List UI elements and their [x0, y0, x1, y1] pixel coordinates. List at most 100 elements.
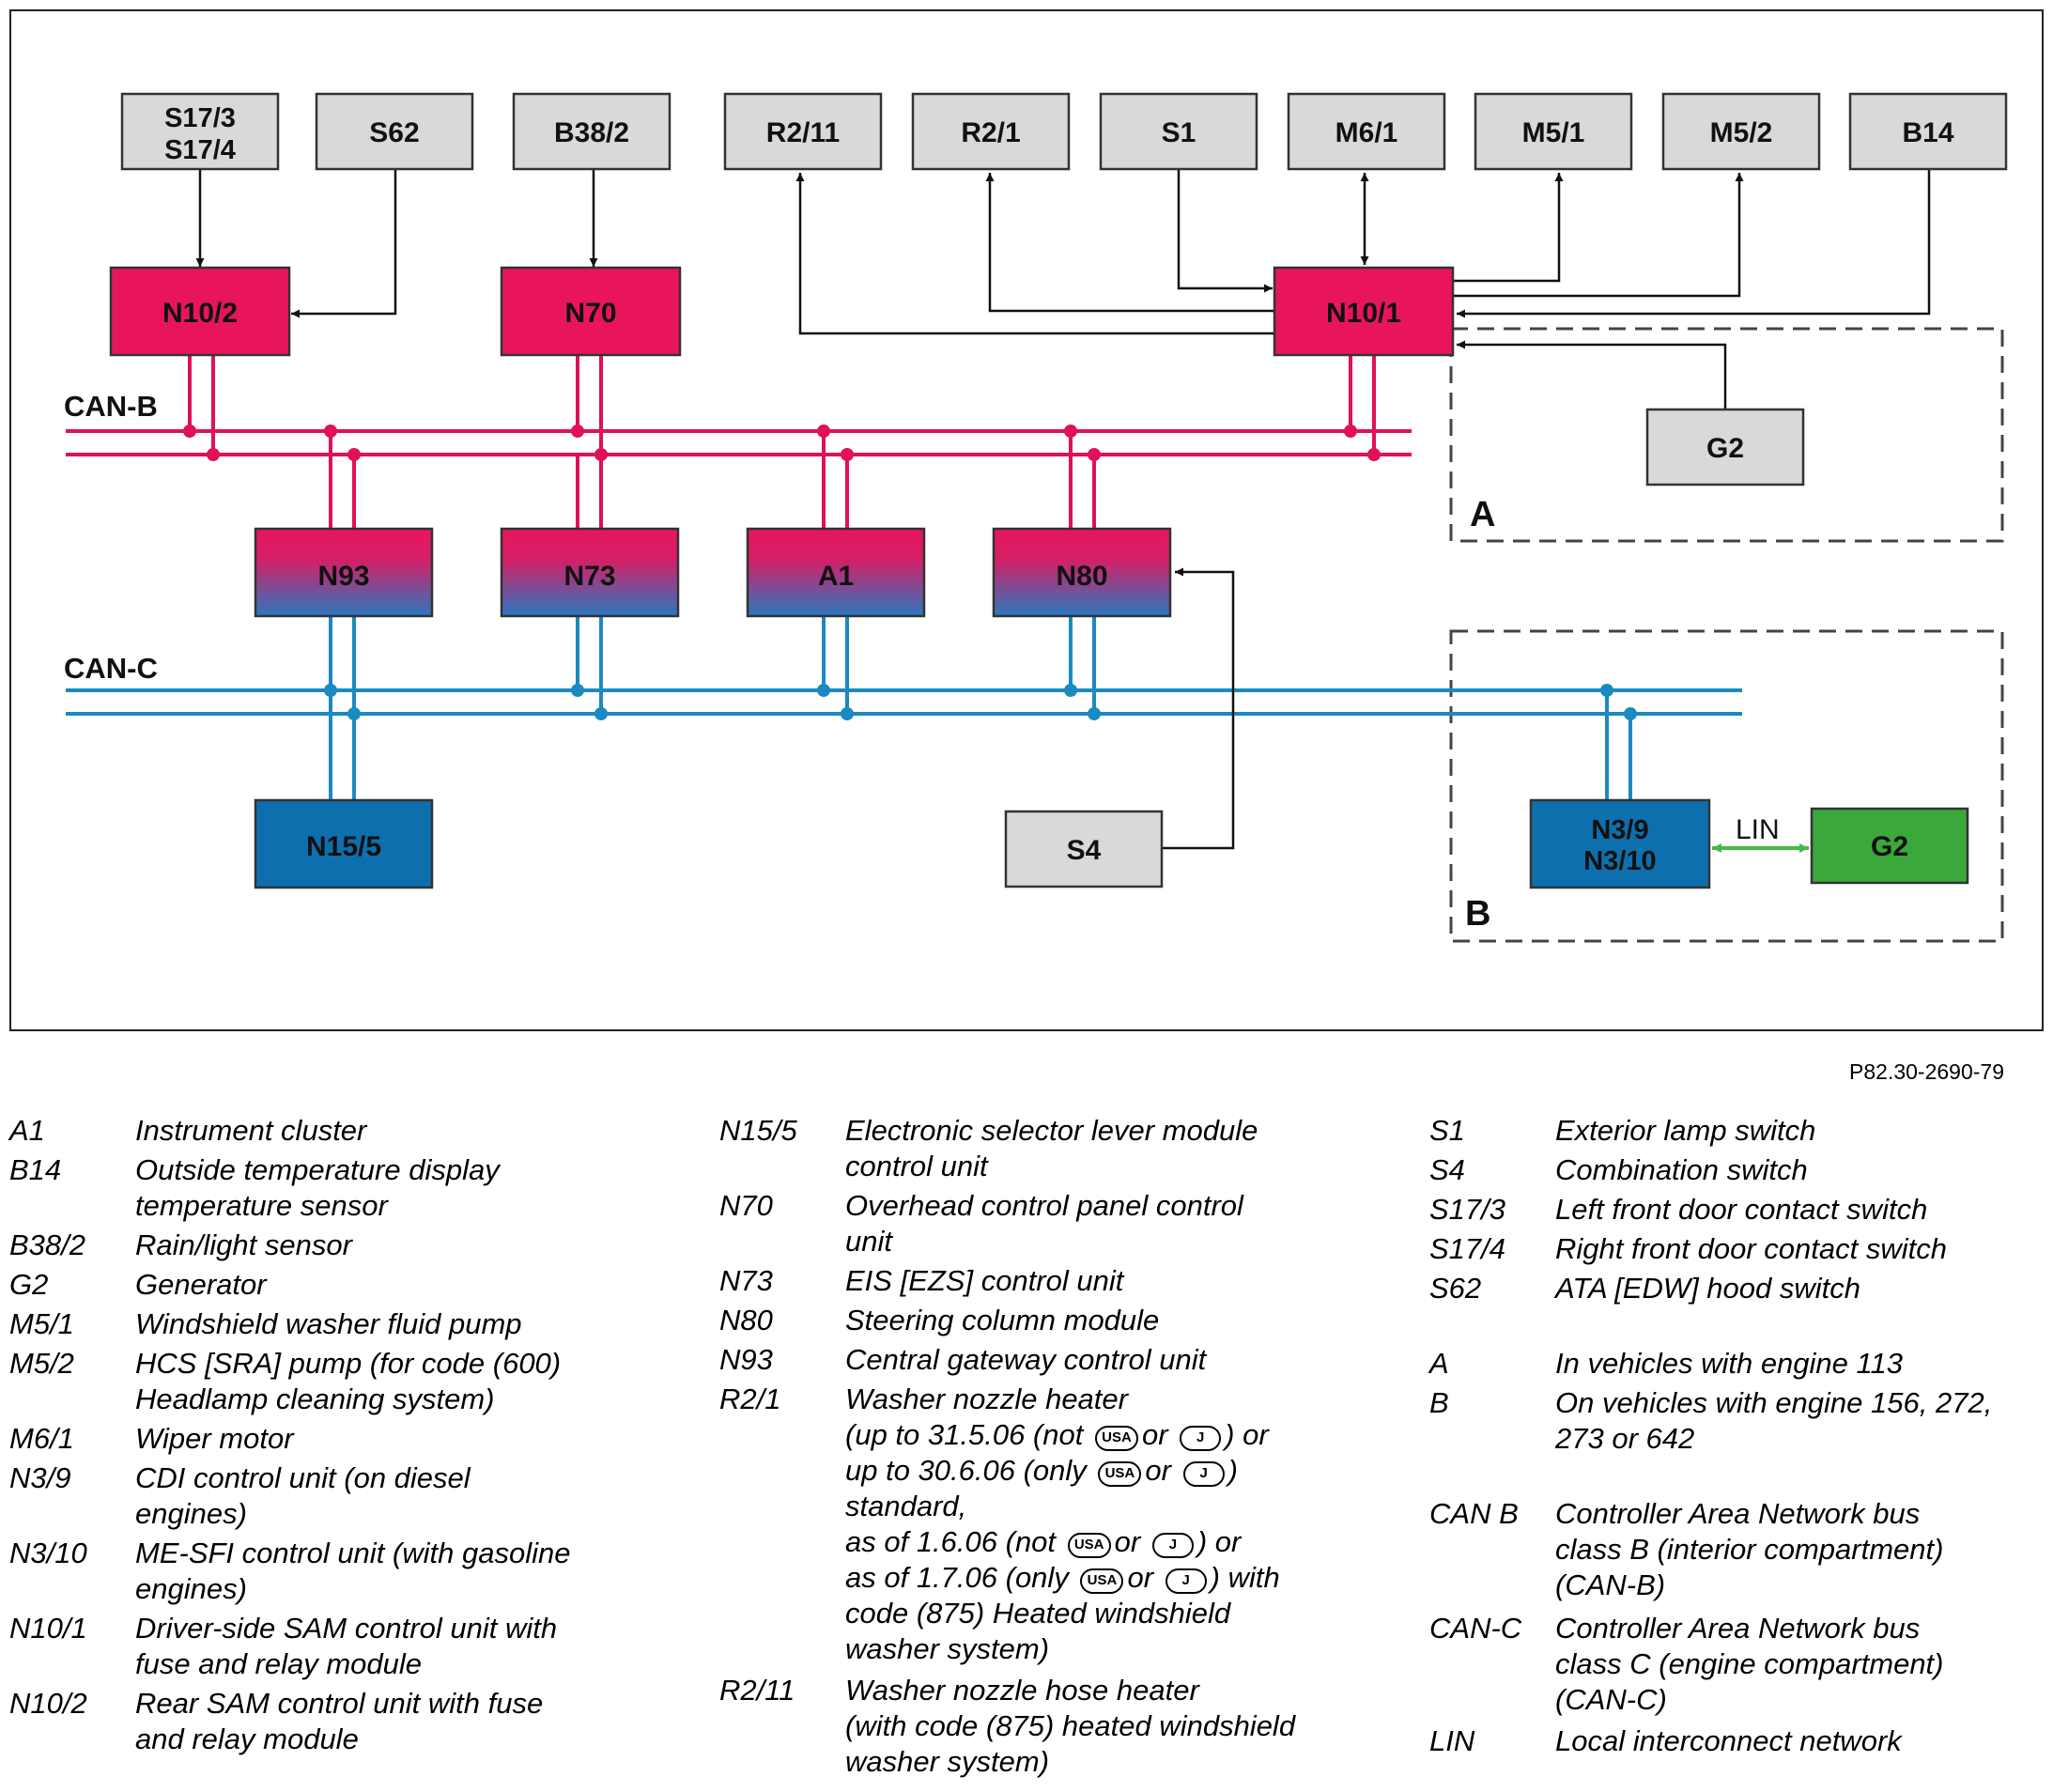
legend-code: S17/4: [1429, 1232, 1506, 1265]
r2-1-text: ): [1227, 1454, 1238, 1487]
legend-code: B14: [9, 1153, 62, 1186]
usa-badge-icon: USA: [1067, 1533, 1111, 1558]
legend-code: CAN-C: [1429, 1612, 1522, 1645]
component-s4: S4: [1004, 810, 1164, 888]
legend-code: N70: [719, 1189, 773, 1222]
component-s1: S1: [1099, 92, 1258, 171]
module-a1-label: A1: [818, 561, 854, 592]
can-b-bus: [66, 355, 1412, 529]
component-m6-1: M6/1: [1287, 92, 1446, 171]
component-r2-1: R2/1: [911, 92, 1071, 171]
j-badge-icon: J: [1182, 1461, 1225, 1487]
module-n80: N80: [992, 527, 1172, 618]
module-n80-label: N80: [1056, 561, 1107, 592]
module-n15-5-label: N15/5: [306, 831, 381, 862]
usa-badge-icon: USA: [1080, 1568, 1124, 1594]
network-diagram: A B CAN-B: [64, 92, 2008, 943]
legend-code: M5/1: [9, 1307, 74, 1340]
module-a1: A1: [746, 527, 926, 618]
legend-description: CDI control unit (on diesel engines): [135, 1461, 471, 1530]
legend-description: HCS [SRA] pump (for code (600) Headlamp …: [135, 1347, 562, 1415]
legend-description: On vehicles with engine 156, 272, 273 or…: [1555, 1386, 1993, 1455]
component-s62-label: S62: [369, 117, 419, 148]
legend-description: ATA [EDW] hood switch: [1555, 1272, 1861, 1305]
r2-1-text: code (875) Heated windshield: [845, 1597, 1231, 1630]
component-m6-1-label: M6/1: [1335, 117, 1398, 148]
legend-code: N3/10: [9, 1537, 87, 1569]
legend-code: S4: [1429, 1153, 1465, 1186]
legend-description: Driver-side SAM control unit with fuse a…: [135, 1612, 558, 1680]
module-n10-1: N10/1: [1273, 266, 1455, 357]
legend-entry-n3-10: N3/10 ME-SFI control unit (with gasoline …: [9, 1536, 704, 1607]
component-g2-b: G2: [1810, 807, 1969, 885]
r2-1-text: washer system): [845, 1632, 1050, 1665]
module-n15-5: N15/5: [254, 798, 434, 889]
legend-description: Controller Area Network bus class C (eng…: [1555, 1612, 1944, 1716]
wire-n10-1-r2-1: [985, 173, 1275, 313]
legend-entry-can-c: CAN-C Controller Area Network bus class C…: [1429, 1611, 2049, 1718]
legend-entry-m5-1: M5/1 Windshield washer fluid pump: [9, 1306, 704, 1342]
signal-wires: [195, 169, 1931, 850]
component-s17-line2: S17/4: [164, 135, 236, 165]
r2-1-text: or: [1145, 1454, 1171, 1487]
component-s1-label: S1: [1162, 117, 1196, 148]
legend-description: Left front door contact switch: [1555, 1193, 1928, 1226]
legend-code: A: [1429, 1347, 1449, 1380]
group-a-label: A: [1470, 495, 1495, 534]
legend-description: Outside temperature display temperature …: [135, 1153, 500, 1222]
legend-description: Windshield washer fluid pump: [135, 1307, 522, 1340]
legend-description: Local interconnect network: [1555, 1724, 1902, 1757]
component-g2-a: G2: [1645, 408, 1805, 487]
wire-n10-1-m5-2: [1454, 173, 1744, 298]
component-r2-11: R2/11: [723, 92, 883, 171]
diagram-frame: [9, 9, 2044, 1031]
r2-1-text: ) or: [1196, 1525, 1242, 1558]
component-r2-11-label: R2/11: [766, 117, 840, 148]
group-b-label: B: [1465, 894, 1490, 934]
legend-description: Washer nozzle hose heater (with code (87…: [845, 1674, 1296, 1778]
module-n3-line2: N3/10: [1583, 846, 1656, 876]
can-c-junctions: [324, 684, 1637, 720]
legend-description: Rear SAM control unit with fuse and rela…: [135, 1687, 544, 1755]
module-n73-label: N73: [563, 561, 615, 592]
legend-code: A1: [9, 1114, 45, 1147]
r2-1-text: ) or: [1225, 1418, 1269, 1451]
r2-1-text: as of 1.6.06 (not: [845, 1525, 1057, 1558]
r2-1-text: or: [1114, 1525, 1141, 1558]
wire-n10-1-r2-11: [795, 173, 1275, 335]
legend-description: Steering column module: [845, 1304, 1160, 1336]
legend-code: G2: [9, 1268, 49, 1301]
legend-description: Wiper motor: [135, 1422, 294, 1455]
j-badge-icon: J: [1180, 1426, 1222, 1451]
legend-description: Generator: [135, 1268, 267, 1301]
legend-description: ME-SFI control unit (with gasoline engin…: [135, 1537, 571, 1605]
j-badge-icon: J: [1165, 1568, 1207, 1594]
r2-1-line: washer system): [845, 1631, 1377, 1667]
group-a-box: [1449, 327, 2004, 543]
legend-code: R2/1: [719, 1383, 781, 1415]
component-b14-label: B14: [1902, 117, 1953, 148]
wire-s1-n10-1: [1177, 169, 1273, 293]
usa-badge-icon: USA: [1098, 1461, 1142, 1487]
component-b38-2: B38/2: [512, 92, 671, 171]
component-s62: S62: [315, 92, 474, 171]
group-b: B: [1449, 629, 2004, 943]
module-n10-1-label: N10/1: [1326, 298, 1401, 329]
